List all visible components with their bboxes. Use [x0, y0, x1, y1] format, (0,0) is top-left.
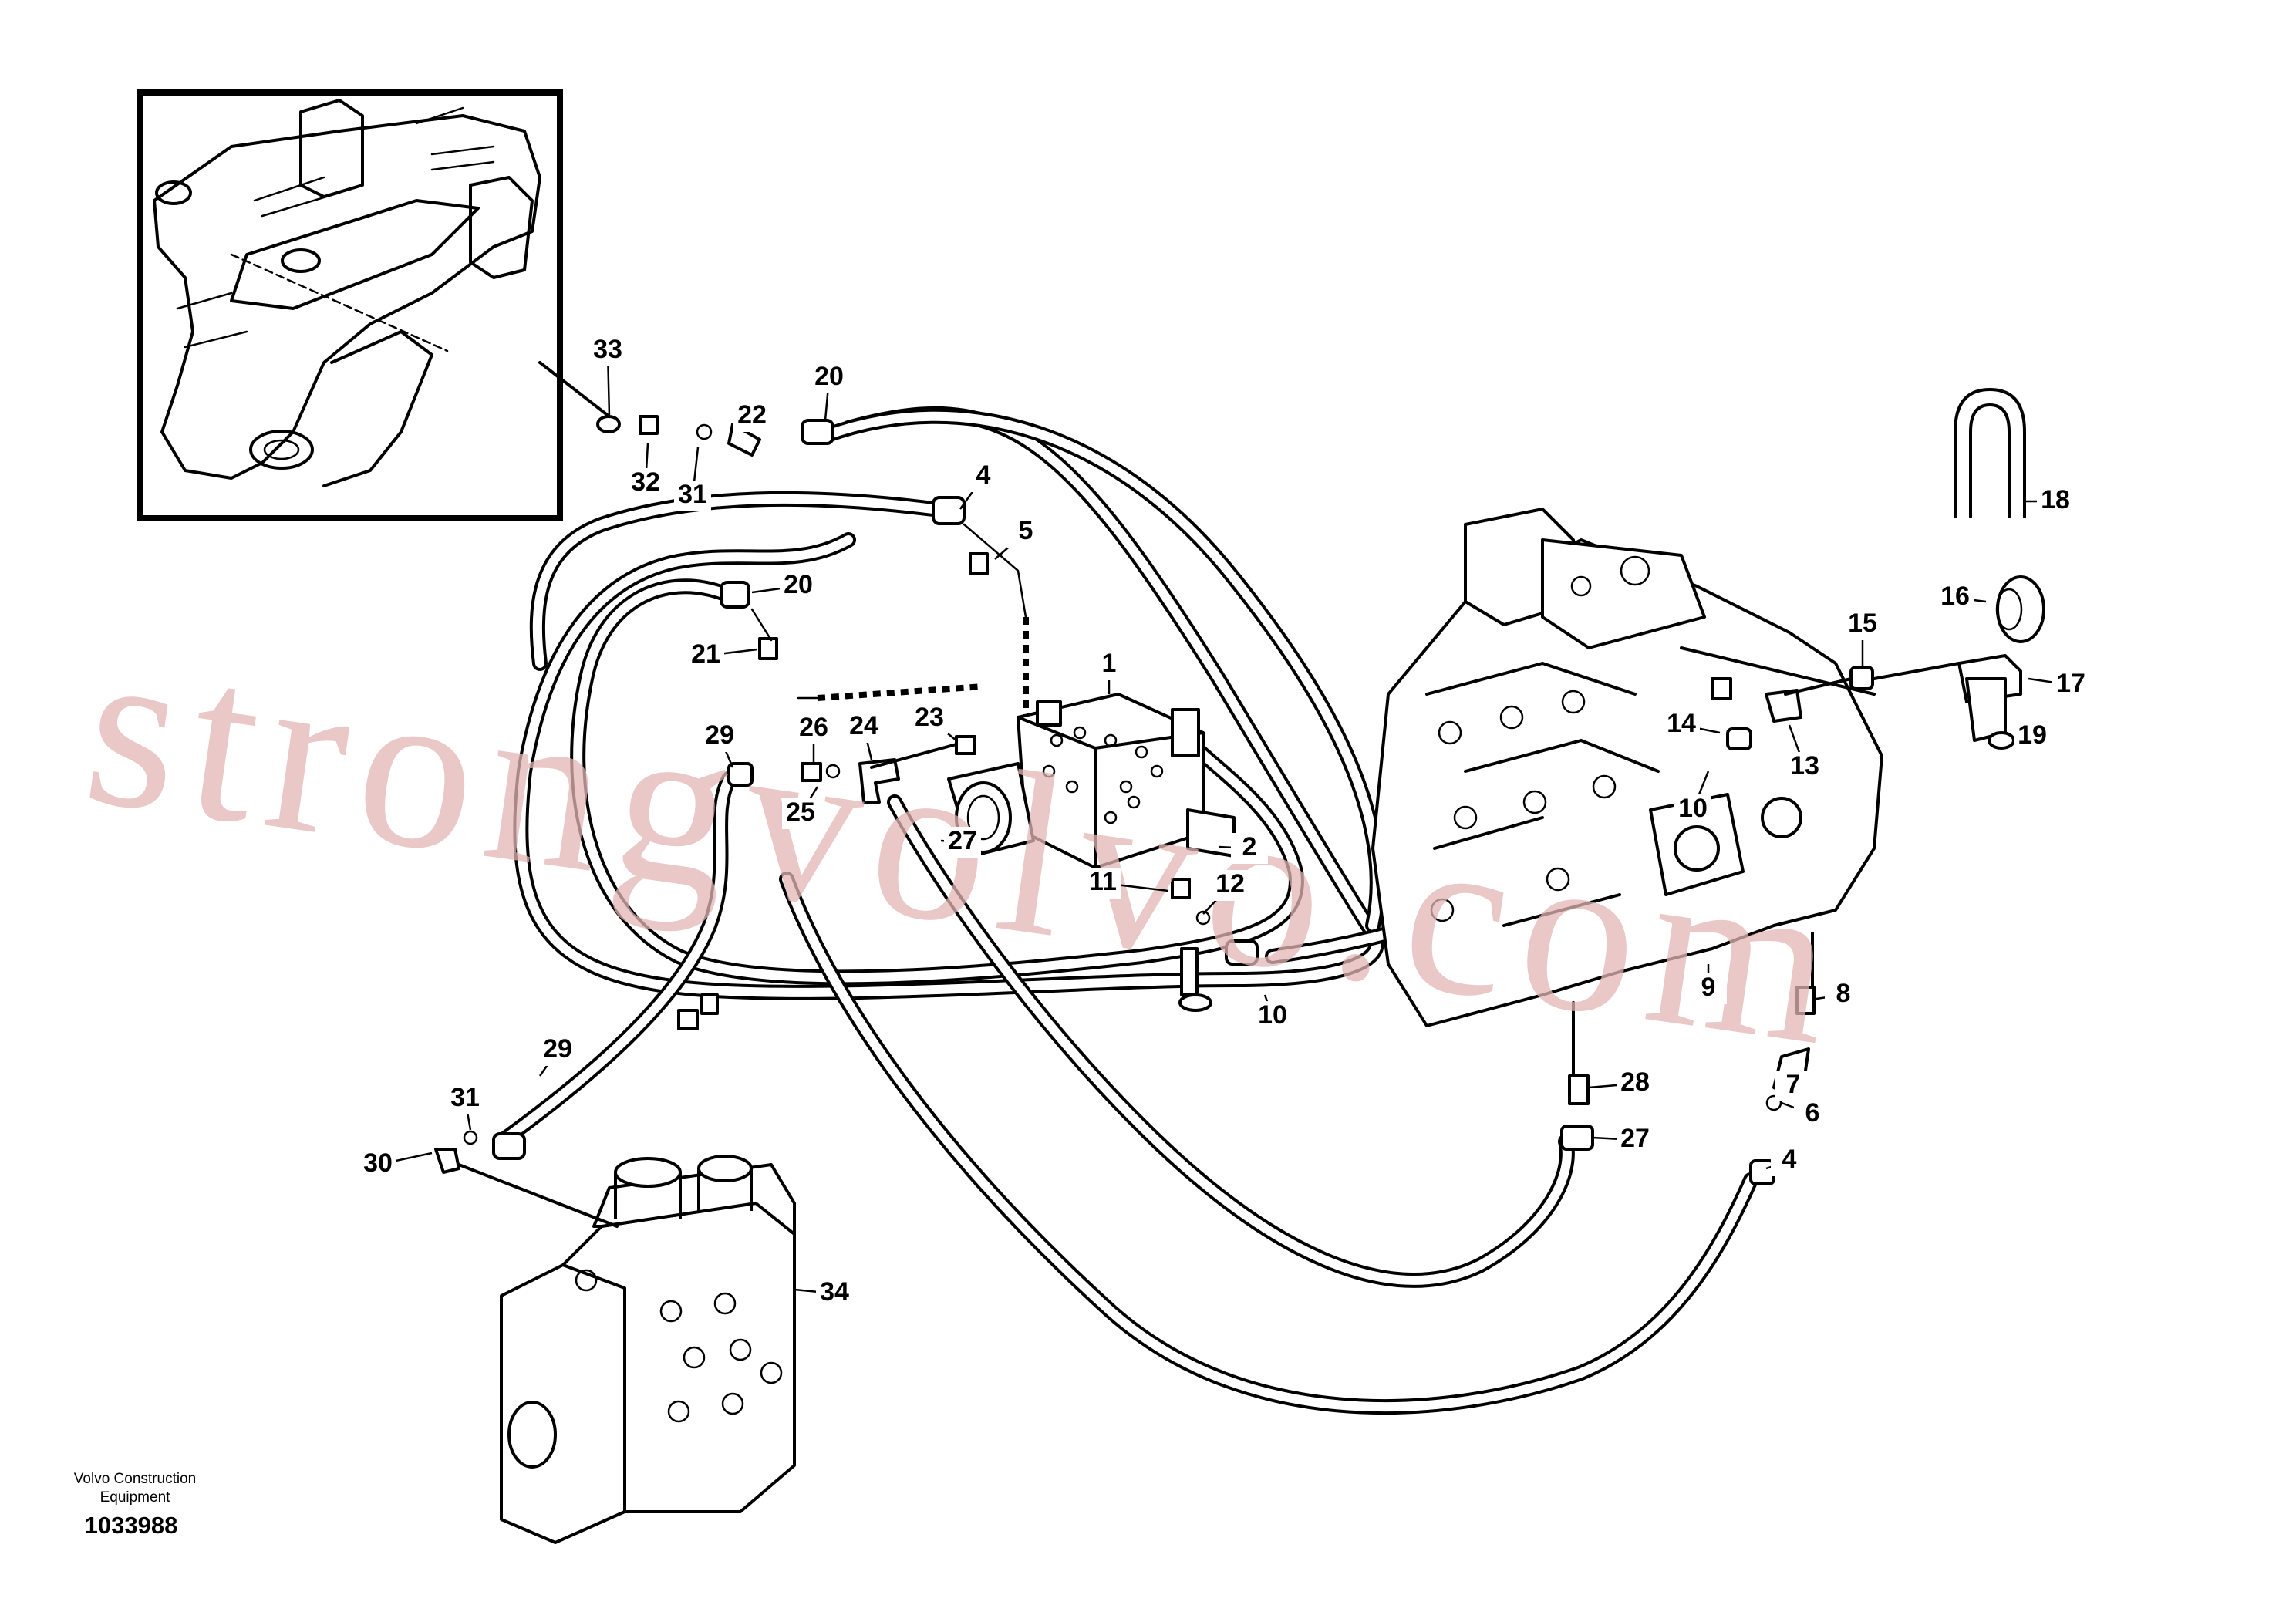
callout-number: 12 — [1215, 869, 1245, 899]
callout-number: 1 — [1102, 649, 1117, 678]
drawing-number: 1033988 — [84, 1512, 178, 1539]
callout-number: 16 — [1940, 582, 1970, 611]
callout-number: 15 — [1848, 609, 1877, 638]
callout-number: 23 — [915, 703, 944, 732]
callout-number: 5 — [1019, 516, 1033, 545]
callout-number: 29 — [705, 720, 734, 750]
manufacturer-label: Volvo Construction Equipment — [73, 1471, 197, 1506]
callout-number: 34 — [820, 1277, 849, 1307]
callout-number: 27 — [948, 826, 977, 855]
callout-background — [2052, 669, 2089, 700]
callout-background — [701, 721, 738, 752]
callout-background — [1617, 1068, 1654, 1099]
callout-number: 24 — [849, 711, 878, 740]
callout-background — [1844, 609, 1881, 640]
callout-background — [1775, 1071, 1812, 1101]
callout-background — [359, 1149, 396, 1180]
callout-number: 9 — [1701, 973, 1716, 1002]
callout-background — [1690, 973, 1727, 1004]
callout-background — [733, 401, 770, 432]
callout-number: 28 — [1620, 1067, 1650, 1097]
callout-number: 18 — [2041, 485, 2070, 514]
callout-number: 11 — [1089, 867, 1117, 896]
callout-background — [1771, 1145, 1808, 1176]
callout-number: 31 — [678, 480, 707, 509]
fittings — [434, 361, 2045, 1185]
callout-background — [2037, 486, 2074, 517]
callout-number: 31 — [450, 1083, 480, 1112]
callout-background — [845, 712, 882, 743]
callout-number: 10 — [1678, 794, 1708, 823]
valve-block — [947, 693, 1236, 869]
callout-background — [1786, 752, 1823, 783]
callout-background — [816, 1278, 853, 1309]
callout-number: 26 — [799, 713, 828, 742]
callout-number: 19 — [2018, 720, 2047, 750]
callout-number: 21 — [691, 639, 720, 669]
callout-background — [1007, 517, 1044, 548]
callout-number: 10 — [1258, 1000, 1287, 1030]
callout-background — [811, 363, 848, 393]
callout-background — [1674, 794, 1711, 825]
callout-number: 22 — [737, 400, 767, 430]
callout-number: 4 — [1782, 1145, 1797, 1174]
callout-number: 27 — [1620, 1124, 1650, 1153]
callout-number: 14 — [1667, 709, 1696, 738]
auxiliary-valve — [457, 1155, 796, 1544]
callout-background — [782, 798, 819, 829]
callout-background — [1663, 710, 1700, 740]
callout-background — [1231, 833, 1268, 864]
callout-number: 30 — [363, 1148, 393, 1178]
callout-number: 2 — [1242, 832, 1257, 862]
callout-background — [1091, 649, 1128, 680]
callout-background — [780, 571, 817, 602]
callout-background — [1617, 1125, 1654, 1155]
callout-number: 8 — [1836, 979, 1851, 1008]
callout-background — [795, 713, 832, 744]
callout-background — [2014, 721, 2051, 752]
callout-number: 6 — [1805, 1098, 1820, 1128]
inset-detail-frame — [137, 89, 563, 521]
callout-number: 20 — [784, 570, 813, 599]
callout-background — [944, 827, 981, 858]
callout-background — [1212, 870, 1249, 901]
callout-number: 29 — [543, 1034, 572, 1064]
callout-number: 33 — [593, 335, 622, 364]
callout-background — [965, 461, 1002, 492]
callout-background — [589, 336, 626, 366]
callout-background — [687, 640, 724, 671]
callout-background — [1254, 1001, 1291, 1032]
callout-number: 25 — [786, 798, 815, 827]
callout-background — [1825, 980, 1862, 1010]
callout-number: 4 — [976, 460, 991, 490]
main-control-valve — [1371, 508, 1883, 1027]
callout-number: 20 — [814, 362, 844, 391]
callout-number: 32 — [631, 467, 660, 497]
callout-background — [1084, 868, 1121, 899]
callout-background — [1794, 1099, 1831, 1130]
callout-number: 7 — [1786, 1070, 1801, 1099]
callout-background — [539, 1035, 576, 1066]
callout-number: 13 — [1790, 751, 1819, 781]
callout-background — [1937, 582, 1974, 613]
callout-background — [447, 1084, 484, 1114]
callout-background — [911, 703, 948, 734]
callout-number: 17 — [2056, 669, 2085, 698]
callout-background — [627, 468, 664, 499]
callout-background — [674, 481, 711, 511]
